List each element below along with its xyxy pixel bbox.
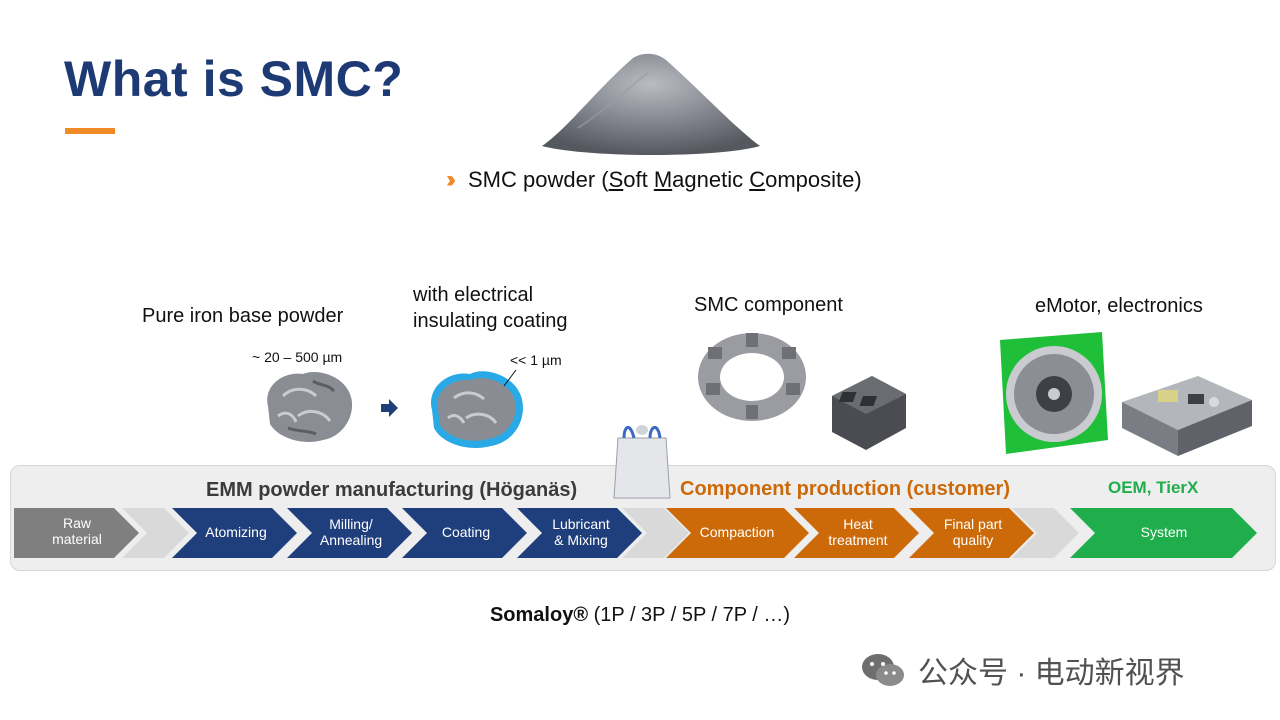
- step-label: material: [52, 531, 102, 547]
- smc-oft: oft: [623, 167, 654, 192]
- step-label: Compaction: [700, 524, 775, 540]
- coated-particle-image: [430, 369, 523, 448]
- smc-agnetic: agnetic: [672, 167, 750, 192]
- emm-manufacturing-label: EMM powder manufacturing (Höganäs): [206, 479, 578, 501]
- step-chevron-compaction: [666, 508, 809, 558]
- wechat-icon: [862, 654, 904, 686]
- step-label: Annealing: [320, 532, 382, 548]
- step-label: Heat: [843, 516, 873, 532]
- bulk-bag-image: [613, 425, 671, 499]
- somaloy-brand: Somaloy®: [489, 604, 589, 626]
- connector-chevron: [122, 508, 189, 558]
- smc-s: S: [608, 167, 624, 192]
- process-chevron-row: Raw material Atomizing Milling/ Annealin…: [14, 508, 1257, 558]
- smc-component-label: SMC component: [694, 294, 843, 316]
- arrow-right-icon: [381, 399, 398, 417]
- step-label: treatment: [828, 532, 887, 548]
- coating-label-line2: insulating coating: [413, 310, 568, 332]
- smc-core-component-image: [832, 376, 906, 450]
- somaloy-grades: Somaloy® (1P / 3P / 5P / 7P / …): [0, 604, 1280, 627]
- connector-chevron: [622, 508, 689, 558]
- smc-ring-component-image: [698, 333, 806, 421]
- powder-pile-image: [542, 53, 760, 155]
- title-underline: [65, 128, 115, 134]
- smc-suffix: ): [854, 167, 862, 192]
- smc-omposite: omposite: [765, 167, 855, 192]
- iron-particle-image: [267, 372, 353, 443]
- smc-m: M: [653, 167, 673, 192]
- step-chevron-heat-treatment: [794, 508, 919, 558]
- smc-powder-definition: ›› SMC powder (Soft Magnetic Composite): [446, 166, 862, 194]
- step-label: Atomizing: [205, 524, 266, 540]
- step-chevron-raw-material: [14, 508, 139, 558]
- smc-c: C: [749, 167, 766, 192]
- size-range-label: ~ 20 – 500 µm: [252, 349, 343, 365]
- electronics-image: [1122, 376, 1252, 456]
- step-chevron-coating: [402, 508, 527, 558]
- step-label: Milling/: [329, 516, 373, 532]
- slide-title: What is SMC?: [64, 51, 404, 107]
- step-chevron-lubricant: [517, 508, 642, 558]
- step-chevron-system: [1070, 508, 1257, 558]
- step-chevron-final-quality: [909, 508, 1034, 558]
- somaloy-grades-list: (1P / 3P / 5P / 7P / …): [588, 604, 791, 626]
- step-label: Final part: [944, 516, 1002, 532]
- step-chevron-atomizing: [172, 508, 297, 558]
- connector-chevron: [1012, 508, 1079, 558]
- smc-prefix: SMC powder (: [467, 167, 609, 192]
- emotor-image: [1000, 332, 1108, 454]
- step-chevron-milling: [287, 508, 412, 558]
- step-label: & Mixing: [554, 532, 608, 548]
- step-label: Coating: [442, 524, 490, 540]
- component-production-label: Component production (customer): [680, 478, 1010, 500]
- emotor-label: eMotor, electronics: [1035, 295, 1203, 317]
- watermark: 公众号 · 电动新视界: [860, 648, 1185, 692]
- step-label: System: [1141, 524, 1188, 540]
- coating-size-label: << 1 µm: [510, 352, 562, 368]
- step-label: Raw: [63, 515, 92, 531]
- oem-tierx-label: OEM, TierX: [1108, 478, 1199, 497]
- pure-iron-label: Pure iron base powder: [142, 305, 344, 327]
- step-label: quality: [953, 532, 993, 548]
- step-label: Lubricant: [552, 516, 610, 532]
- coating-label-line1: with electrical: [413, 284, 534, 306]
- watermark-text: 公众号 · 电动新视界: [918, 657, 1185, 690]
- double-chevron-icon: ››: [446, 166, 456, 193]
